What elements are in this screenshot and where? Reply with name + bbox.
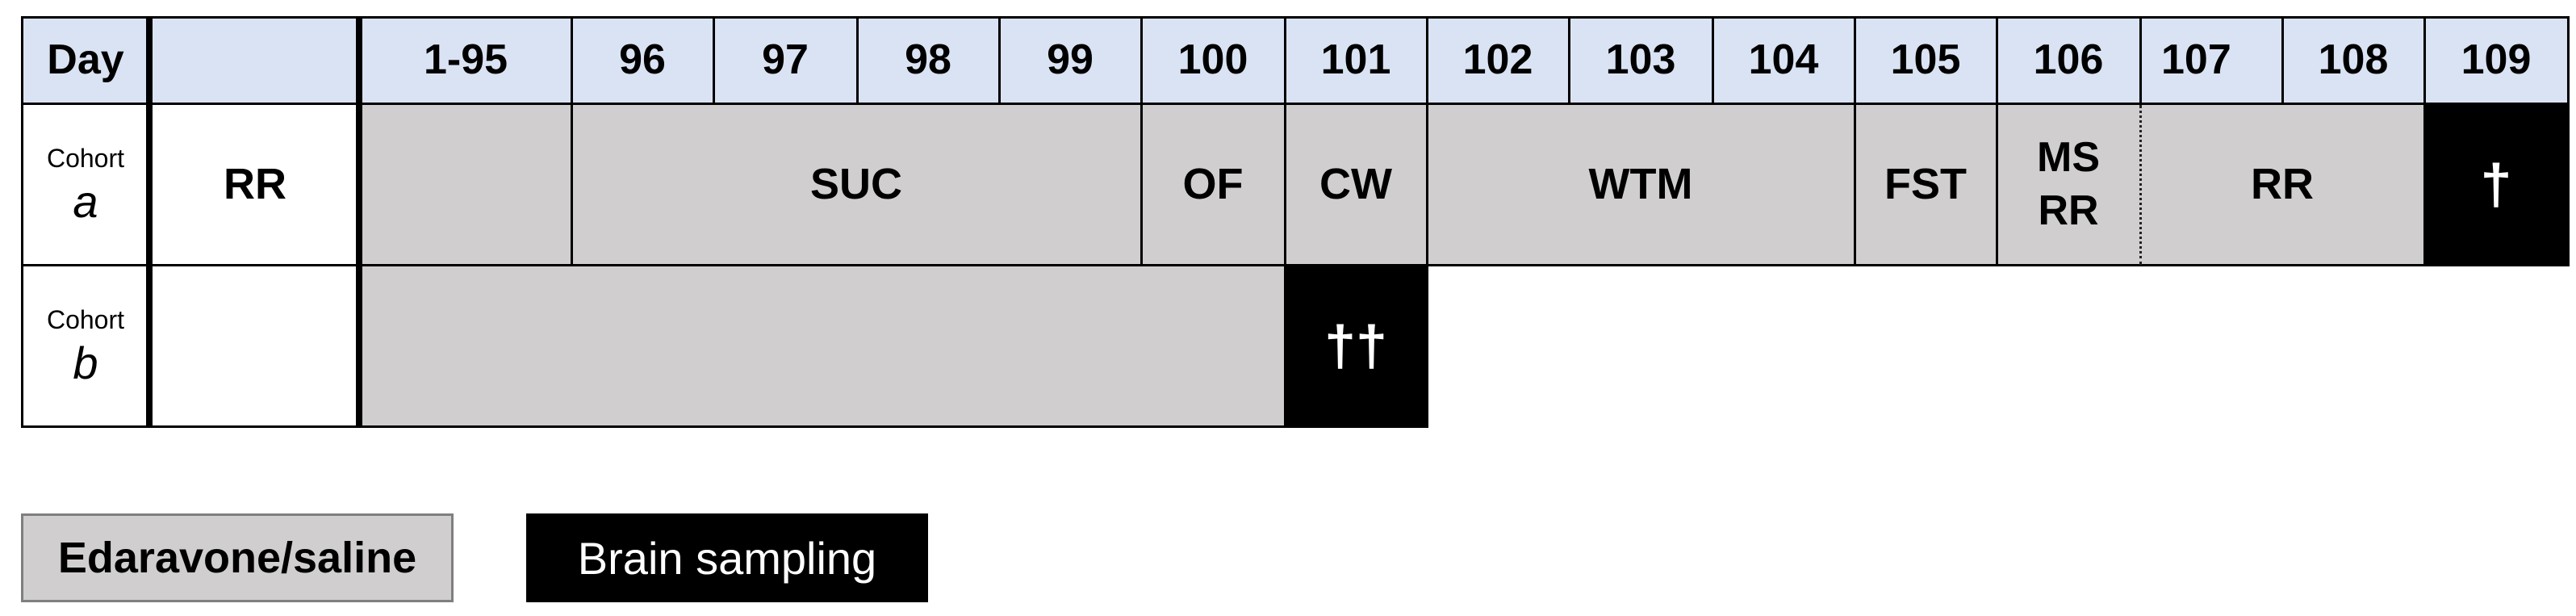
table-border <box>2423 16 2426 266</box>
day-label-109: 109 <box>2461 36 2532 83</box>
day-header: 109 <box>2424 16 2568 103</box>
legend-brain-sampling-label: Brain sampling <box>577 532 877 584</box>
day-label-105: 105 <box>1890 36 1961 83</box>
day-header-cell: Day <box>21 16 150 103</box>
day-label-97: 97 <box>762 36 809 83</box>
day-header: 108 <box>2282 16 2424 103</box>
cohort-word: Cohort <box>46 305 125 334</box>
cohort-b-treatment <box>360 265 1285 426</box>
day-label-1-95: 1-95 <box>423 36 508 83</box>
table-border <box>21 425 1428 428</box>
table-border <box>1284 16 1286 428</box>
day-header: 96 <box>571 16 713 103</box>
table-border <box>2281 16 2284 103</box>
day-header: 97 <box>713 16 857 103</box>
day-label-100: 100 <box>1177 36 1248 83</box>
table-border <box>1996 16 1998 266</box>
cohort-a-fst: FST <box>1855 103 1997 265</box>
cohort-letter: a <box>73 176 98 227</box>
cohort-a-pre-rr: RR <box>150 103 360 265</box>
of-label: OF <box>1182 160 1244 208</box>
day-header: 100 <box>1141 16 1285 103</box>
day-label-108: 108 <box>2318 36 2389 83</box>
day-header: 1-95 <box>360 16 571 103</box>
day-header: 101 <box>1285 16 1427 103</box>
cw-label: CW <box>1319 160 1392 208</box>
ms-rr-label: RR <box>2038 187 2099 234</box>
dagger-icon: † <box>2480 153 2512 216</box>
table-border <box>1854 16 1856 266</box>
cohort-b-label: Cohort b <box>21 265 150 426</box>
day-label-106: 106 <box>2033 36 2104 83</box>
table-border <box>998 16 1001 103</box>
day-label-96: 96 <box>619 36 666 83</box>
cohort-a-label: Cohort a <box>21 103 150 265</box>
day-label-101: 101 <box>1320 36 1391 83</box>
cohort-b-pre-empty <box>150 265 360 426</box>
table-divider-dotted <box>2139 105 2142 265</box>
cohort-b-brain-sampling: †† <box>1285 265 1427 426</box>
cohort-a-wtm: WTM <box>1427 103 1855 265</box>
day-label-102: 102 <box>1462 36 1533 83</box>
legend-brain-sampling: Brain sampling <box>526 513 928 602</box>
double-dagger-icon: †† <box>1324 314 1387 377</box>
table-border <box>1568 16 1570 103</box>
cohort-a-ms-rr: MS RR <box>1997 103 2140 265</box>
day-header: 102 <box>1427 16 1569 103</box>
day-header: 107 <box>2140 16 2282 103</box>
table-divider-thick <box>146 16 153 428</box>
suc-label: SUC <box>809 160 902 208</box>
table-border <box>21 16 23 428</box>
table-border <box>21 16 2570 19</box>
day-header: 105 <box>1855 16 1997 103</box>
table-border <box>21 264 2570 266</box>
wtm-label: WTM <box>1588 160 1693 208</box>
table-border <box>1140 16 1143 266</box>
day-label-104: 104 <box>1748 36 1819 83</box>
header-empty-cell <box>150 16 360 103</box>
table-border <box>21 103 2570 105</box>
cohort-a-suc: SUC <box>571 103 1141 265</box>
cohort-a-cw: CW <box>1285 103 1427 265</box>
table-border <box>1712 16 1714 103</box>
cohort-letter: b <box>73 337 98 388</box>
day-header: 103 <box>1569 16 1712 103</box>
experiment-timeline-table: Day 1-95 96 97 98 99 100 101 102 103 104… <box>21 16 2571 428</box>
cohort-a-of: OF <box>1141 103 1285 265</box>
cohort-a-treatment-1-95 <box>360 103 571 265</box>
day-header: 98 <box>857 16 999 103</box>
rr-label: RR <box>224 160 286 208</box>
cohort-word: Cohort <box>46 144 125 173</box>
table-border <box>571 16 573 266</box>
cohort-a-brain-sampling: † <box>2424 103 2568 265</box>
day-label-103: 103 <box>1605 36 1676 83</box>
ms-label: MS <box>2037 134 2100 181</box>
cohort-a-rr: RR <box>2140 103 2424 265</box>
day-label: Day <box>47 36 124 83</box>
table-divider-thick <box>356 16 362 428</box>
fst-label: FST <box>1884 160 1967 208</box>
table-border <box>2139 16 2142 103</box>
day-header: 106 <box>1997 16 2140 103</box>
table-border <box>2567 16 2570 266</box>
day-header: 99 <box>999 16 1141 103</box>
day-label-99: 99 <box>1047 36 1094 83</box>
legend-treatment: Edaravone/saline <box>21 513 454 602</box>
day-label-98: 98 <box>905 36 951 83</box>
day-header: 104 <box>1712 16 1855 103</box>
table-border <box>1426 16 1428 428</box>
legend-treatment-label: Edaravone/saline <box>57 534 417 582</box>
table-border <box>713 16 715 103</box>
table-border <box>856 16 859 103</box>
day-label-107: 107 <box>2161 36 2231 83</box>
rr-end-label: RR <box>2251 160 2314 208</box>
